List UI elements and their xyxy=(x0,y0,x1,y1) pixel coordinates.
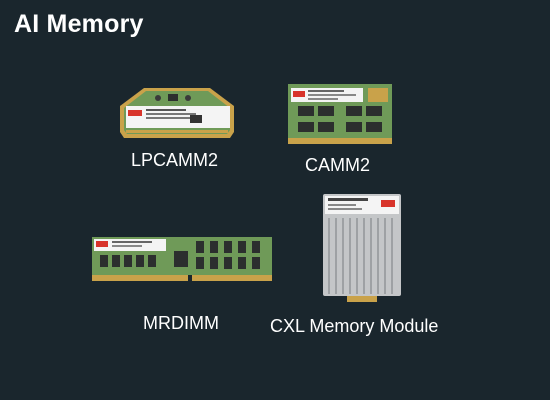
lpcamm2-caption: LPCAMM2 xyxy=(131,150,219,170)
page-title: AI Memory xyxy=(14,10,144,38)
camm2-module-image xyxy=(288,84,392,149)
lpcamm2-module-image xyxy=(118,86,236,145)
cxl-module-image xyxy=(323,194,401,307)
mrdimm-caption: MRDIMM xyxy=(143,313,219,333)
camm2-caption: CAMM2 xyxy=(305,155,371,175)
cxl-module-caption: CXL Memory Module xyxy=(270,316,439,336)
mrdimm-module-image xyxy=(92,237,272,286)
